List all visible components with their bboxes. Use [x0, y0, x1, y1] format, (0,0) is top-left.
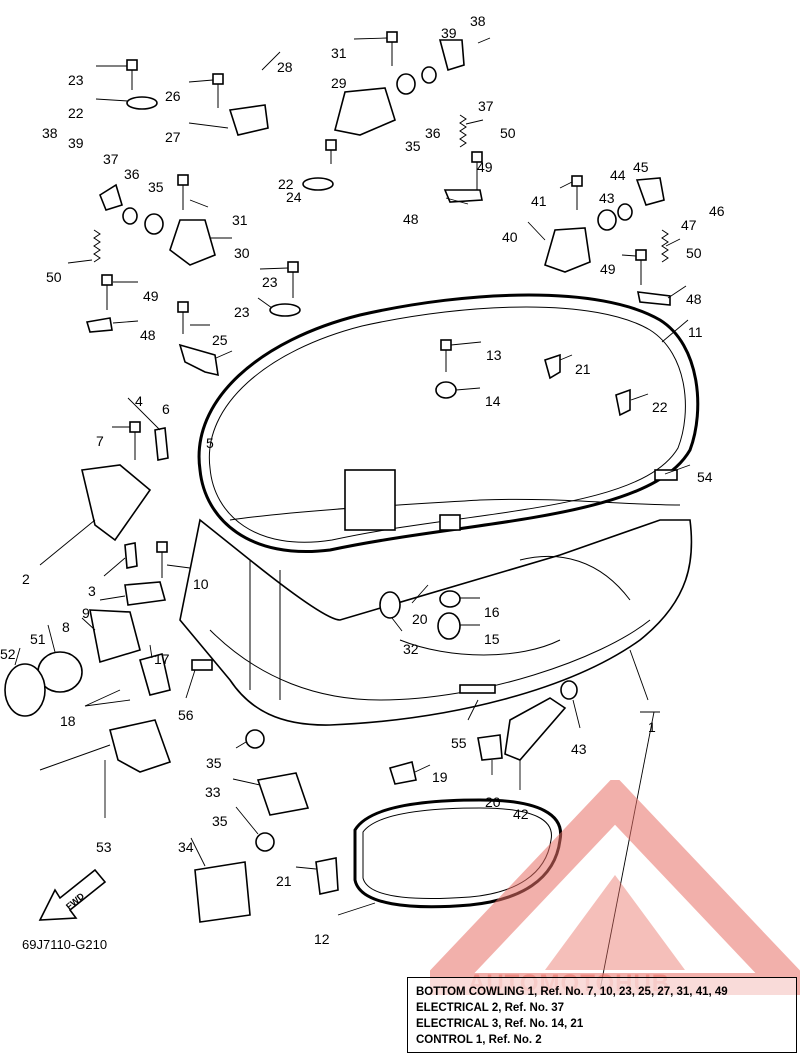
callout-34: 34 — [178, 839, 194, 855]
callout-21: 21 — [575, 361, 591, 377]
callout-22: 22 — [278, 176, 294, 192]
callout-38: 38 — [42, 125, 58, 141]
callout-50: 50 — [46, 269, 62, 285]
callout-54: 54 — [697, 469, 713, 485]
callout-33: 33 — [205, 784, 221, 800]
callout-9: 9 — [82, 605, 90, 621]
callout-35: 35 — [405, 138, 421, 154]
callout-28: 28 — [277, 59, 293, 75]
callout-23: 23 — [262, 274, 278, 290]
diagram-code: 69J7110-G210 — [22, 937, 108, 952]
fwd-arrow — [38, 868, 107, 921]
callout-43: 43 — [599, 190, 615, 206]
callout-42: 42 — [513, 806, 529, 822]
callout-30: 30 — [234, 245, 250, 261]
callout-1: 1 — [648, 719, 656, 735]
callout-6: 6 — [162, 401, 170, 417]
callout-51: 51 — [30, 631, 46, 647]
callout-53: 53 — [96, 839, 112, 855]
callout-35: 35 — [206, 755, 222, 771]
callout-35: 35 — [212, 813, 228, 829]
callout-50: 50 — [686, 245, 702, 261]
callout-24: 24 — [286, 189, 302, 205]
callout-52: 52 — [0, 646, 16, 662]
callout-17: 17 — [154, 651, 170, 667]
callout-20: 20 — [412, 611, 428, 627]
callout-12: 12 — [314, 931, 330, 947]
callout-46: 46 — [709, 203, 725, 219]
callout-48: 48 — [686, 291, 702, 307]
callout-22: 22 — [68, 105, 84, 121]
leader-lines — [14, 37, 691, 991]
callout-23: 23 — [68, 72, 84, 88]
callout-29: 29 — [331, 75, 347, 91]
callout-25: 25 — [212, 332, 228, 348]
callout-45: 45 — [633, 159, 649, 175]
callout-21: 21 — [276, 873, 292, 889]
callout-39: 39 — [68, 135, 84, 151]
callout-56: 56 — [178, 707, 194, 723]
callout-4: 4 — [135, 393, 143, 409]
callout-48: 48 — [140, 327, 156, 343]
callout-39: 39 — [441, 25, 457, 41]
callout-31: 31 — [232, 212, 248, 228]
callout-36: 36 — [124, 166, 140, 182]
callout-16: 16 — [484, 604, 500, 620]
callout-15: 15 — [484, 631, 500, 647]
callout-11: 11 — [688, 324, 703, 340]
callout-37: 37 — [478, 98, 494, 114]
callout-55: 55 — [451, 735, 467, 751]
callout-43: 43 — [571, 741, 587, 757]
callout-49: 49 — [143, 288, 159, 304]
callout-13: 13 — [486, 347, 502, 363]
callout-19: 19 — [432, 769, 448, 785]
callout-40: 40 — [502, 229, 518, 245]
bottom-cowling — [179, 293, 700, 726]
watermark-logo — [395, 775, 800, 1007]
callout-44: 44 — [610, 167, 626, 183]
callout-36: 36 — [425, 125, 441, 141]
callout-49: 49 — [477, 159, 493, 175]
callout-20: 20 — [485, 794, 501, 810]
callout-32: 32 — [403, 641, 419, 657]
callout-5: 5 — [206, 435, 214, 451]
callout-47: 47 — [681, 217, 697, 233]
callout-14: 14 — [485, 393, 501, 409]
reference-line: ELECTRICAL 3, Ref. No. 14, 21 — [416, 1018, 584, 1030]
callout-48: 48 — [403, 211, 419, 227]
callout-38: 38 — [470, 13, 486, 29]
reference-box: BOTTOM COWLING 1, Ref. No. 7, 10, 23, 25… — [407, 977, 797, 1053]
callout-49: 49 — [600, 261, 616, 277]
callout-18: 18 — [60, 713, 76, 729]
callout-22: 22 — [652, 399, 668, 415]
callout-8: 8 — [62, 619, 70, 635]
reference-line: BOTTOM COWLING 1, Ref. No. 7, 10, 23, 25… — [416, 986, 728, 998]
callout-10: 10 — [193, 576, 209, 592]
callout-50: 50 — [500, 125, 516, 141]
callout-23: 23 — [234, 304, 250, 320]
callout-2: 2 — [22, 571, 30, 587]
small-parts — [4, 31, 678, 923]
reference-line: ELECTRICAL 2, Ref. No. 37 — [416, 1002, 565, 1014]
callout-3: 3 — [88, 583, 96, 599]
callout-27: 27 — [165, 129, 181, 145]
callout-35: 35 — [148, 179, 164, 195]
callout-labels: 1234567891011121314151617181920202121222… — [0, 13, 725, 947]
callout-31: 31 — [331, 45, 347, 61]
callout-41: 41 — [531, 193, 547, 209]
callout-26: 26 — [165, 88, 181, 104]
callout-37: 37 — [103, 151, 119, 167]
callout-7: 7 — [96, 433, 104, 449]
reference-line: CONTROL 1, Ref. No. 2 — [416, 1034, 542, 1046]
